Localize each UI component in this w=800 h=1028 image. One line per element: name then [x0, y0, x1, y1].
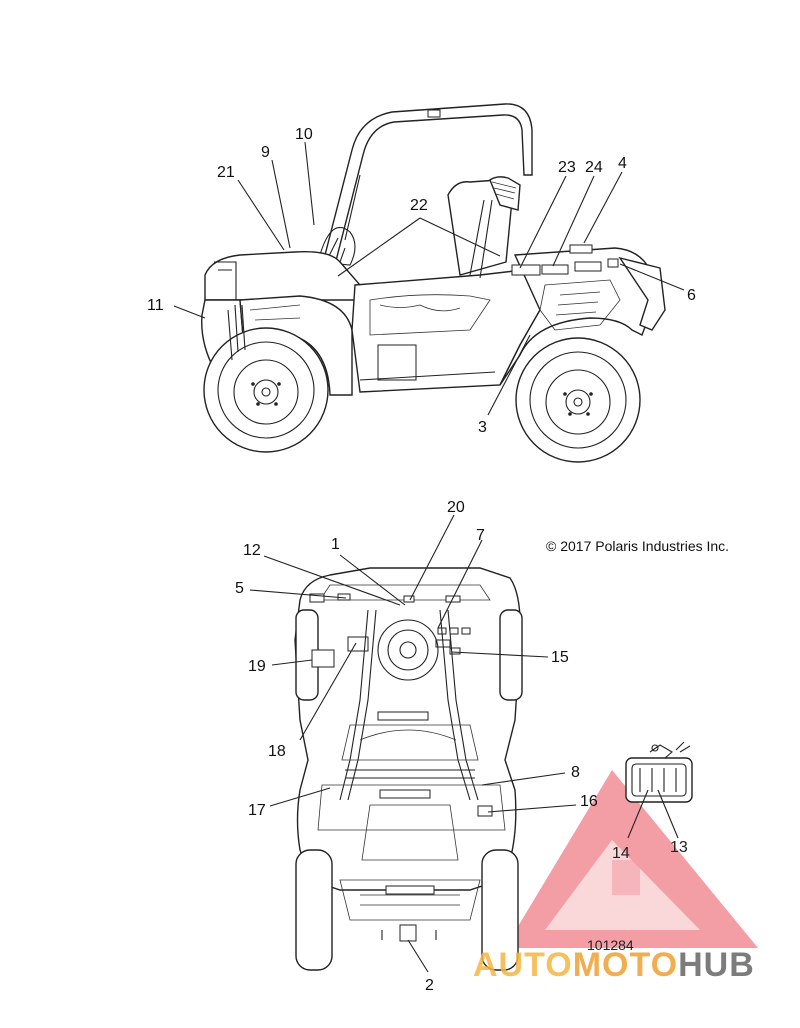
callout-23: 23	[558, 159, 576, 176]
watermark-logo: AUTOMOTOHUB	[473, 946, 755, 984]
callout-13: 13	[670, 839, 688, 856]
callout-18: 18	[268, 743, 286, 760]
watermark-part-auto: AUTO	[473, 946, 573, 984]
callout-15: 15	[551, 649, 569, 666]
callout-7: 7	[476, 527, 485, 544]
callout-17: 17	[248, 802, 266, 819]
callout-11: 11	[147, 297, 164, 314]
callout-1: 1	[331, 536, 340, 553]
callout-24: 24	[585, 159, 603, 176]
callout-19: 19	[248, 658, 266, 675]
callout-2: 2	[425, 977, 434, 994]
callout-4: 4	[618, 155, 627, 172]
side-view-leaders	[173, 141, 685, 416]
top-view-callouts: 20 7 1 12 5 19 15 18 8 17 16 2	[235, 499, 598, 994]
callout-22: 22	[410, 197, 428, 214]
callout-10: 10	[295, 126, 313, 143]
callout-6: 6	[687, 287, 696, 304]
watermark-part-hub: HUB	[678, 946, 755, 984]
front-wheel	[203, 327, 329, 453]
svg-text:AUTOMOTOHUB: AUTOMOTOHUB	[473, 946, 755, 984]
callout-21: 21	[217, 164, 235, 181]
top-view-leaders	[249, 514, 577, 973]
copyright-text: © 2017 Polaris Industries Inc.	[546, 538, 729, 554]
callout-14: 14	[612, 845, 630, 862]
callout-16: 16	[580, 793, 598, 810]
callout-9: 9	[261, 144, 270, 161]
callout-5: 5	[235, 580, 244, 597]
callout-12: 12	[243, 542, 261, 559]
detail-component: 14 13	[612, 741, 693, 862]
rear-wheel	[515, 337, 641, 463]
callout-3: 3	[478, 419, 487, 436]
top-view-vehicle	[294, 567, 523, 971]
watermark-triangle	[505, 770, 758, 948]
part-number: 101284	[587, 937, 634, 953]
callout-20: 20	[447, 499, 465, 516]
side-view-vehicle	[201, 103, 666, 463]
watermark-part-moto: MOTO	[573, 946, 678, 984]
callout-8: 8	[571, 764, 580, 781]
side-view-callouts: 21 9 10 22 23 24 4 6 11 3	[147, 126, 696, 436]
